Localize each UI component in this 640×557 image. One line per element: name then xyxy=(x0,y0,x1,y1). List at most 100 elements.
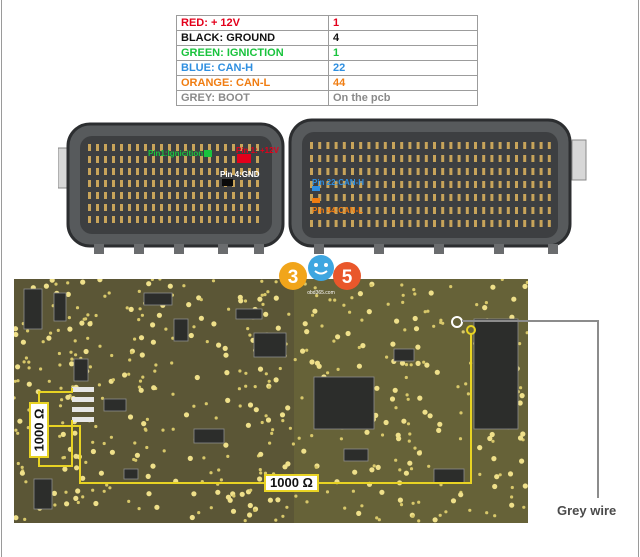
connector-pin xyxy=(482,168,486,175)
pcb-via xyxy=(275,325,281,331)
pcb-via xyxy=(189,514,195,521)
connector-pin xyxy=(506,207,510,214)
connector-pin xyxy=(449,168,453,175)
pcb-via xyxy=(372,464,376,468)
connector-pin xyxy=(465,142,469,149)
pcb-via xyxy=(191,491,197,497)
connector-pin xyxy=(457,207,461,214)
pcb-via xyxy=(285,405,291,411)
connector-pin xyxy=(256,156,259,163)
pcb-via xyxy=(263,471,268,475)
pcb-via xyxy=(223,352,229,358)
connector-pin xyxy=(88,168,91,175)
pcb-via xyxy=(238,369,242,373)
connector-foot xyxy=(94,244,104,254)
pcb-via xyxy=(19,470,25,476)
connector-pin xyxy=(400,168,404,175)
pcb-via xyxy=(75,488,81,494)
connector-pin xyxy=(240,144,243,151)
connector-pin xyxy=(441,142,445,149)
pcb-via xyxy=(377,518,381,522)
pcb-via xyxy=(154,363,158,367)
connector-pin xyxy=(88,144,91,151)
connector-pin xyxy=(482,194,486,201)
connector-pin xyxy=(248,168,251,175)
connector-pin xyxy=(248,204,251,211)
connector-pin xyxy=(416,207,420,214)
pcb-via xyxy=(260,293,264,297)
connector-pin xyxy=(176,168,179,175)
connector-pin xyxy=(375,207,379,214)
connector-pin xyxy=(441,155,445,162)
connector-pin xyxy=(256,192,259,199)
connector-pin xyxy=(433,220,436,227)
connector-pin xyxy=(498,207,502,214)
pcb-via xyxy=(260,420,264,425)
pcb-via xyxy=(270,431,274,435)
pcb-via xyxy=(199,298,203,302)
connector-pin xyxy=(498,142,502,149)
pcb-via xyxy=(102,489,106,493)
pcb-via xyxy=(511,296,517,302)
connector-pin xyxy=(416,142,420,149)
pcb-via xyxy=(274,280,278,284)
connector-pin xyxy=(547,181,551,188)
pcb-via xyxy=(132,457,136,462)
pcb-via xyxy=(315,294,319,298)
connector-pin xyxy=(506,168,510,175)
connector-pin xyxy=(152,204,155,211)
pcb-smd-pad xyxy=(72,417,94,422)
pcb-via xyxy=(510,495,514,499)
pcb-via xyxy=(400,283,404,287)
pcb-via xyxy=(139,352,145,358)
connector-pin xyxy=(506,155,510,162)
pcb-via xyxy=(406,422,411,426)
pcb-via xyxy=(230,508,237,514)
pcb-via xyxy=(237,294,243,300)
connector-pin xyxy=(168,144,171,151)
pcb-via xyxy=(164,327,168,331)
pcb-via xyxy=(345,330,351,337)
connector-pin xyxy=(184,156,187,163)
pcb-via xyxy=(343,506,347,510)
pcb-via xyxy=(74,465,80,471)
pcb-via xyxy=(412,288,416,292)
connector-pin xyxy=(465,220,469,227)
connector-pin xyxy=(224,156,227,163)
pcb-via xyxy=(427,464,431,468)
pcb-via xyxy=(150,463,156,469)
pcb-via xyxy=(108,486,112,490)
pcb-via xyxy=(484,301,488,305)
connector-pin xyxy=(490,181,494,188)
pcb-via xyxy=(401,418,407,424)
pcb-via xyxy=(137,289,141,293)
pcb-via xyxy=(325,490,330,494)
connector-pin xyxy=(457,168,461,175)
connector-pin xyxy=(359,155,363,162)
pcb-via xyxy=(69,361,75,367)
connector-pin xyxy=(400,181,404,188)
connector-pin xyxy=(547,207,551,214)
connector-pin xyxy=(433,207,436,214)
pcb-via xyxy=(281,419,285,423)
pcb-via xyxy=(305,500,309,504)
connector-pin xyxy=(474,207,477,214)
connector-pin xyxy=(168,168,171,175)
logo-right-disc xyxy=(333,262,361,290)
logo-digit-right: 5 xyxy=(342,267,353,288)
pcb-via xyxy=(415,344,421,350)
connector-pin xyxy=(523,181,527,188)
pcb-via xyxy=(67,326,73,332)
pcb-via xyxy=(133,337,137,341)
connector-pin xyxy=(474,142,477,149)
pcb-via xyxy=(258,451,264,457)
pcb-via xyxy=(364,429,370,435)
pcb-via xyxy=(266,290,270,294)
pcb-via xyxy=(247,402,254,408)
connector-pin xyxy=(433,194,436,201)
pcb-via xyxy=(491,439,495,443)
connector-pin xyxy=(490,220,494,227)
pcb-via xyxy=(24,480,28,484)
pcb-via xyxy=(432,517,438,523)
connector-pin xyxy=(216,192,219,199)
